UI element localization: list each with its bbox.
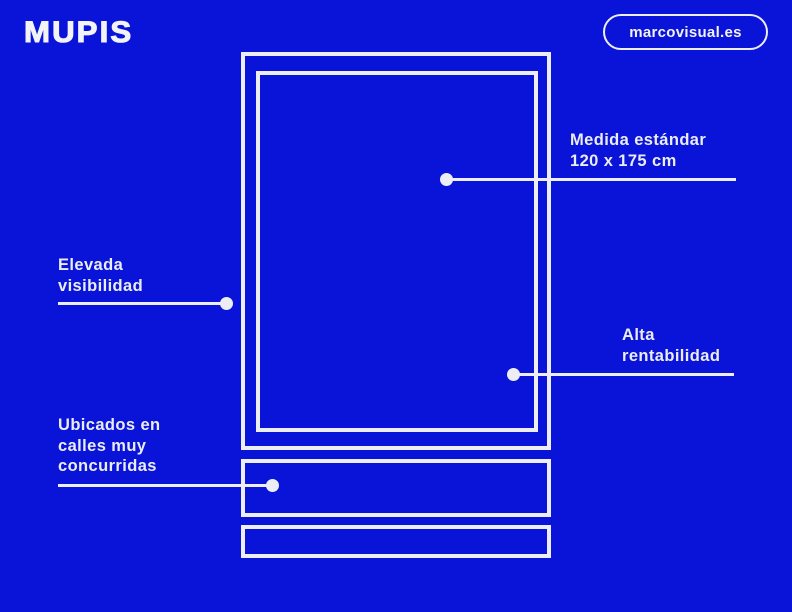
callout-ubicados-line1: Ubicados en — [58, 416, 161, 434]
callout-medida-line1: Medida estándar — [570, 131, 707, 149]
callout-label-alta: Alta rentabilidad — [622, 325, 720, 366]
callout-line-elevada — [58, 302, 226, 305]
mupi-base-lower — [241, 525, 551, 558]
callout-elevada-line1: Elevada — [58, 256, 124, 274]
callout-elevada-line2: visibilidad — [58, 276, 144, 295]
callout-alta-line2: rentabilidad — [622, 346, 721, 365]
callout-medida-line2: 120 x 175 cm — [570, 151, 677, 170]
mupi-base-upper — [241, 459, 551, 517]
callout-ubicados-line3: concurridas — [58, 457, 157, 475]
callout-line-ubicados — [58, 484, 273, 487]
brand-badge[interactable]: marcovisual.es — [603, 14, 768, 50]
callout-alta-line1: Alta — [622, 326, 655, 344]
page-title: MUPIS — [23, 15, 134, 49]
callout-label-medida: Medida estándar 120 x 175 cm — [570, 130, 706, 171]
callout-dot-ubicados — [266, 479, 279, 492]
callout-label-ubicados: Ubicados en calles muy concurridas — [58, 415, 161, 477]
callout-line-medida — [446, 178, 736, 181]
callout-line-alta — [513, 373, 734, 376]
mupi-poster-frame — [256, 71, 538, 432]
mupi-outer-frame — [241, 52, 551, 450]
callout-dot-elevada — [220, 297, 233, 310]
callout-ubicados-line2: calles muy — [58, 436, 147, 455]
callout-label-elevada: Elevada visibilidad — [58, 255, 143, 296]
